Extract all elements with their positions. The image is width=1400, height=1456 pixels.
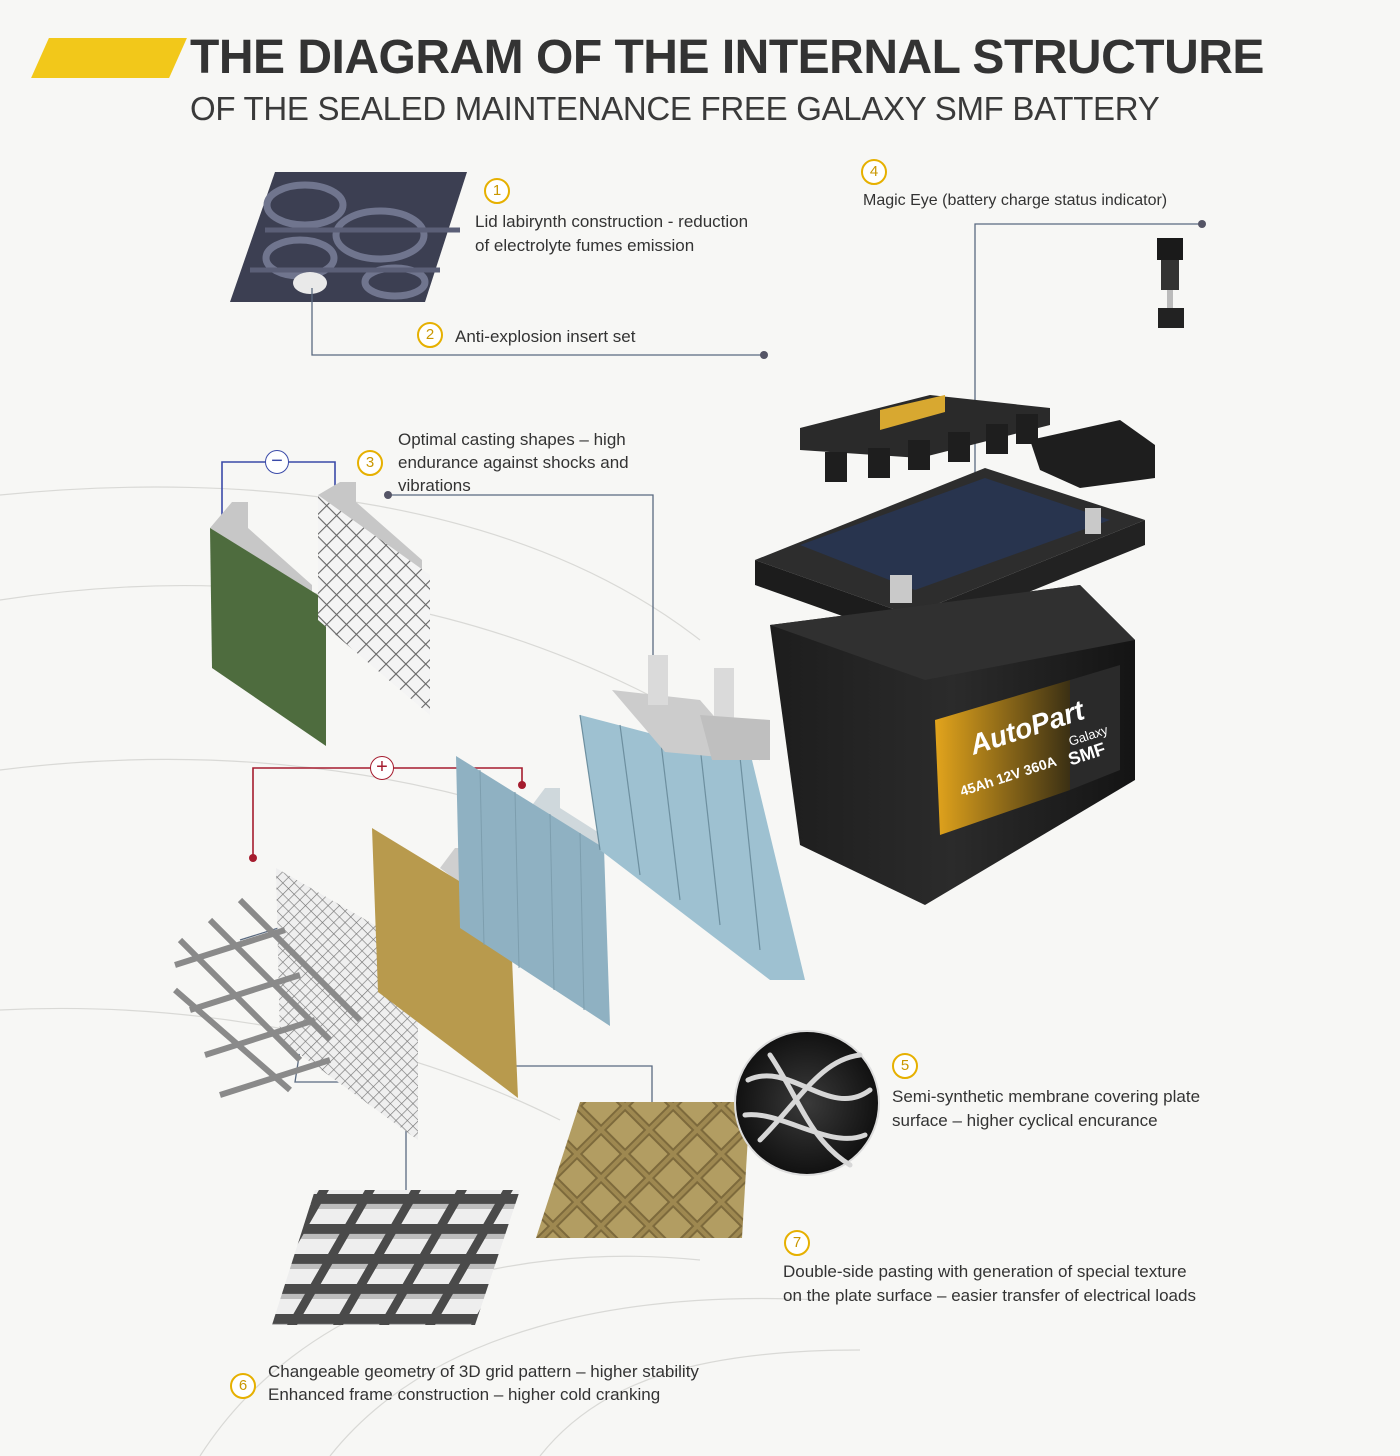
callout-6-badge: 6 — [230, 1373, 256, 1399]
callout-7-text: Double-side pasting with generation of s… — [783, 1260, 1196, 1308]
callout-4-badge: 4 — [861, 159, 887, 185]
plate-stack — [579, 655, 805, 980]
callout-5-line-1: Semi-synthetic membrane covering plate — [892, 1087, 1201, 1106]
callout-3-badge: 3 — [357, 450, 383, 476]
callout-5-text: Semi-synthetic membrane covering plate s… — [892, 1085, 1200, 1133]
callout-4-text: Magic Eye (battery charge status indicat… — [863, 189, 1167, 213]
callout-6-line-2: Enhanced frame construction – higher col… — [268, 1385, 661, 1404]
magic-eye-part — [1157, 238, 1184, 328]
callout-7-line-2: on the plate surface – easier transfer o… — [783, 1286, 1196, 1305]
callout-3-text: Optimal casting shapes – high endurance … — [398, 428, 629, 497]
callout-5-line-2: surface – higher cyclical encurance — [892, 1111, 1158, 1130]
callout-3-line-3: vibrations — [398, 476, 471, 495]
negative-plate — [210, 502, 326, 746]
membrane-closeup — [734, 1030, 880, 1176]
grid-lattice — [173, 897, 363, 1098]
callout-2-line-1: Anti-explosion insert set — [455, 327, 636, 346]
callout-1-badge: 1 — [484, 178, 510, 204]
callout-3-line-2: endurance against shocks and — [398, 453, 629, 472]
lid-labyrinth-image — [230, 172, 467, 302]
separator-sheet — [456, 756, 610, 1026]
negative-symbol: − — [265, 450, 289, 474]
negative-grid — [318, 482, 430, 715]
page-subtitle: OF THE SEALED MAINTENANCE FREE GALAXY SM… — [190, 90, 1160, 127]
callout-3-line-1: Optimal casting shapes – high — [398, 430, 626, 449]
callout-4-line-1: Magic Eye (battery charge status indicat… — [863, 192, 1168, 209]
callout-7-line-1: Double-side pasting with generation of s… — [783, 1262, 1187, 1281]
callout-6-text: Changeable geometry of 3D grid pattern –… — [268, 1360, 699, 1406]
callout-2-text: Anti-explosion insert set — [455, 325, 635, 349]
grid-pattern-detail — [272, 1190, 520, 1325]
vent-cap-strip — [800, 395, 1155, 488]
callout-7-badge: 7 — [784, 1230, 810, 1256]
callout-5-badge: 5 — [892, 1053, 918, 1079]
callout-2-badge: 2 — [417, 322, 443, 348]
battery-case — [770, 585, 1135, 905]
callout-1-text: Lid labirynth construction - reduction o… — [475, 210, 748, 258]
positive-symbol: + — [370, 756, 394, 780]
positive-symbol-text: + — [376, 756, 388, 778]
page-title: THE DIAGRAM OF THE INTERNAL STRUCTURE — [190, 31, 1264, 84]
callout-1-line-2: of electrolyte fumes emission — [475, 236, 695, 255]
paste-texture-detail — [536, 1102, 750, 1238]
negative-symbol-text: − — [271, 450, 283, 472]
callout-1-line-1: Lid labirynth construction - reduction — [475, 212, 749, 231]
battery-top-cover — [755, 468, 1145, 640]
callout-6-line-1: Changeable geometry of 3D grid pattern –… — [268, 1362, 699, 1381]
